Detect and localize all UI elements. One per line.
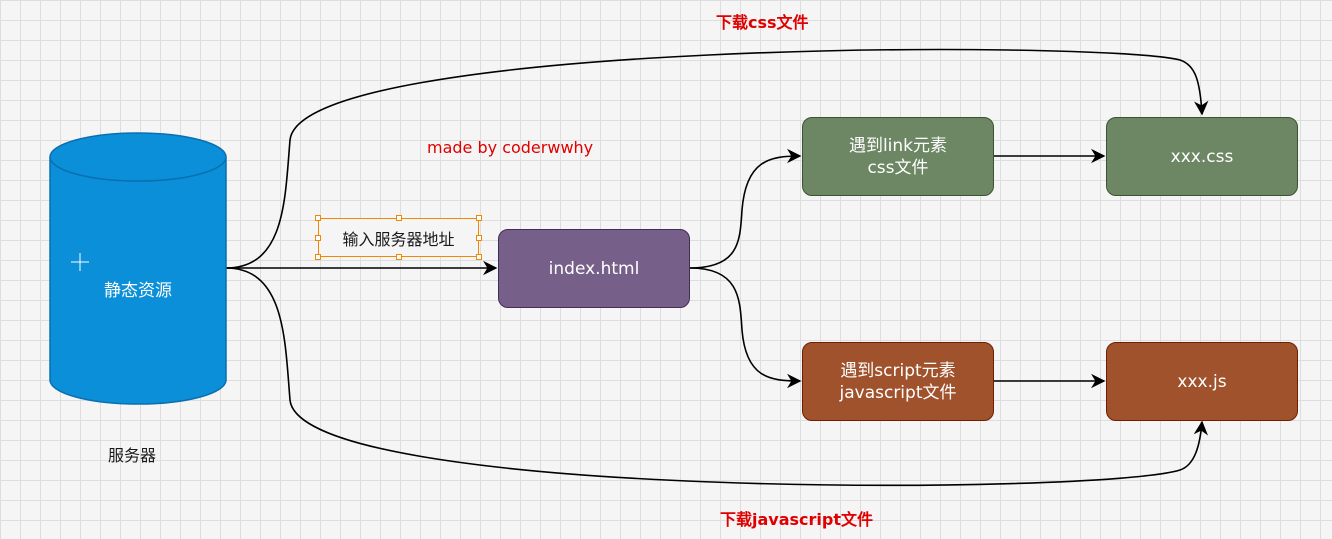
edge-server-to-js[interactable] — [225, 267, 1209, 487]
edge-index-to-link[interactable] — [689, 148, 802, 269]
label-download-css[interactable]: 下载css文件 — [716, 13, 809, 32]
edge-index-to-script[interactable] — [689, 267, 802, 389]
edge-label-enter-server-address[interactable]: 输入服务器地址 — [318, 218, 479, 257]
resize-handle-e[interactable] — [476, 235, 482, 241]
edge-server-to-css[interactable] — [225, 48, 1209, 269]
resize-handle-s[interactable] — [396, 254, 402, 260]
node-link-element-label: 遇到link元素 css文件 — [848, 135, 948, 178]
resize-handle-n[interactable] — [396, 215, 402, 221]
server-cylinder-label: 静态资源 — [104, 281, 172, 301]
edge-label-text: 输入服务器地址 — [342, 229, 455, 249]
node-index-html-label: index.html — [548, 258, 640, 279]
crosshair-icon — [71, 253, 89, 271]
resize-handle-sw[interactable] — [315, 254, 321, 260]
node-xxx-js-label: xxx.js — [1177, 371, 1227, 392]
node-link-element[interactable]: 遇到link元素 css文件 — [802, 117, 994, 196]
node-xxx-css-label: xxx.css — [1170, 146, 1234, 167]
watermark-made-by: made by coderwwhy — [427, 138, 594, 157]
server-caption: 服务器 — [108, 446, 157, 465]
resize-handle-ne[interactable] — [476, 215, 482, 221]
node-xxx-css[interactable]: xxx.css — [1106, 117, 1298, 196]
resize-handle-se[interactable] — [476, 254, 482, 260]
node-xxx-js[interactable]: xxx.js — [1106, 342, 1298, 421]
node-index-html[interactable]: index.html — [498, 229, 690, 308]
server-cylinder[interactable] — [49, 132, 227, 405]
label-download-javascript[interactable]: 下载javascript文件 — [720, 510, 873, 529]
resize-handle-nw[interactable] — [315, 215, 321, 221]
node-script-element[interactable]: 遇到script元素 javascript文件 — [802, 342, 994, 421]
resize-handle-w[interactable] — [315, 235, 321, 241]
node-script-element-label: 遇到script元素 javascript文件 — [839, 360, 957, 403]
